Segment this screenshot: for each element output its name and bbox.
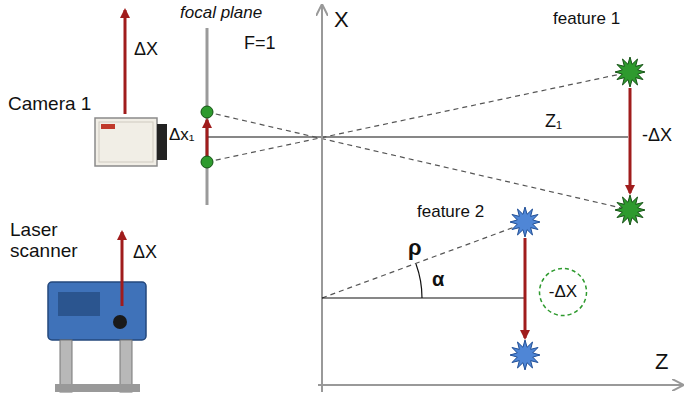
sensor-label: Camera 1 xyxy=(8,94,91,115)
projection-ray xyxy=(207,112,630,210)
displacement-label: ΔX xyxy=(133,243,157,263)
laser-scanner-picture xyxy=(48,282,146,392)
feature-star xyxy=(615,195,645,225)
angle-arc xyxy=(416,264,422,298)
angle-label: α xyxy=(432,268,444,290)
motion-arrow xyxy=(121,232,124,306)
feature-star xyxy=(615,57,645,87)
focal-length-label: F=1 xyxy=(244,34,276,54)
z-axis xyxy=(318,384,682,386)
range-line xyxy=(322,225,520,298)
projection-ray xyxy=(207,72,630,162)
range-label: ρ xyxy=(408,236,422,260)
displacement-label: -ΔX xyxy=(549,283,577,302)
feature-shift-arrow xyxy=(524,238,527,338)
reference-line xyxy=(322,297,525,298)
feature-shift-arrow xyxy=(629,88,632,193)
feature-label: feature 1 xyxy=(553,10,620,29)
displacement-label: -ΔX xyxy=(642,126,672,146)
feature-star xyxy=(510,340,540,370)
image-shift-label: Δx₁ xyxy=(169,126,195,145)
image-point xyxy=(201,156,213,168)
axis-label: X xyxy=(334,8,349,32)
image-shift-arrow xyxy=(206,120,209,158)
feature-star xyxy=(510,207,540,237)
plane-label: focal plane xyxy=(180,4,262,23)
x-axis xyxy=(321,6,323,392)
camera-picture xyxy=(95,118,167,166)
dashed-circle: -ΔX xyxy=(538,267,588,317)
depth-label: Z₁ xyxy=(545,112,562,132)
optical-axis xyxy=(207,136,628,137)
sensor-label: Laser scanner xyxy=(10,220,90,262)
displacement-label: ΔX xyxy=(134,40,158,60)
motion-arrow xyxy=(124,10,127,114)
feature-label: feature 2 xyxy=(417,203,484,222)
image-point xyxy=(201,106,213,118)
axis-label: Z xyxy=(655,350,668,374)
